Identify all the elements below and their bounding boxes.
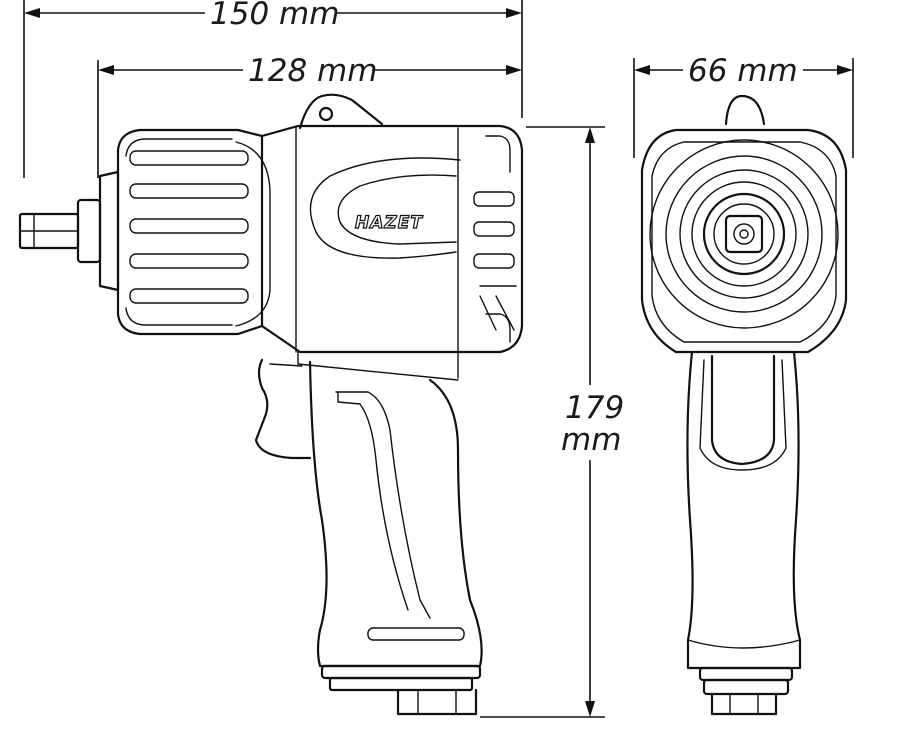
height-value-label: 179 [565,390,624,426]
dimension-width: 66 mm [633,53,854,158]
hammer-case [116,128,271,336]
hazet-logo: HAZET [355,213,423,233]
motor-housing: HAZET [260,124,524,381]
width-label: 66 mm [688,53,798,89]
dimension-height: 179 mm [480,126,624,718]
hanger-eye [298,93,384,130]
body-length-label: 128 mm [248,53,377,89]
front-view-impact-wrench [640,94,848,716]
trigger [254,358,312,460]
overall-length-label: 150 mm [210,0,339,32]
square-drive [18,198,102,264]
side-view-impact-wrench: HAZET [18,93,524,716]
height-unit-label: mm [561,422,621,458]
dimension-body-length: 128 mm [97,53,522,178]
handle [308,360,483,716]
dimension-overall-length: 150 mm [23,0,523,178]
